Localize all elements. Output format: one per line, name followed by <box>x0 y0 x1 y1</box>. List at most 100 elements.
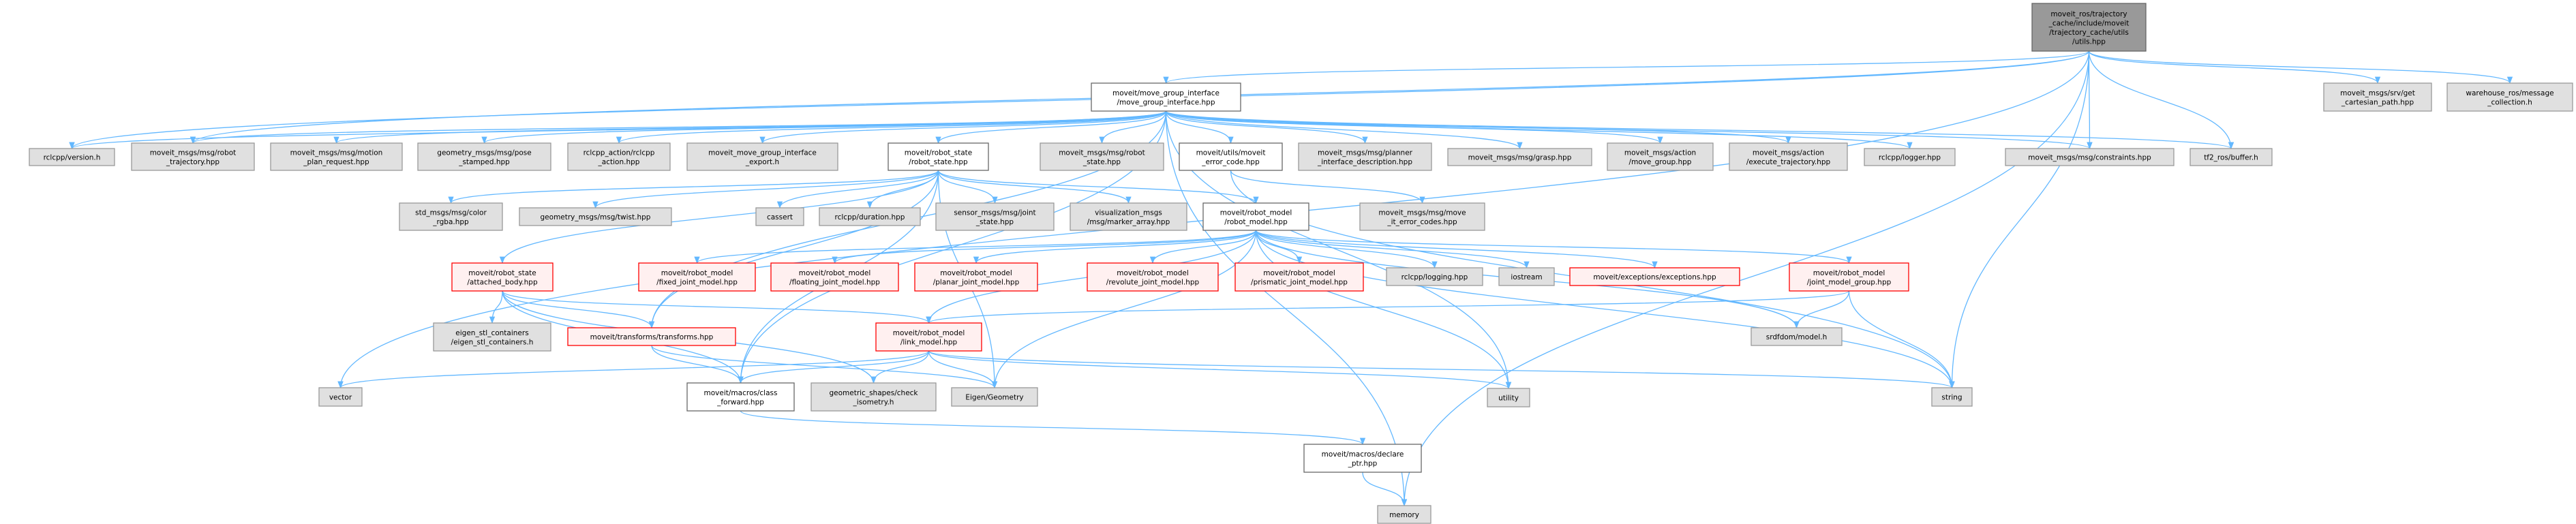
node-twist[interactable]: geometry_msgs/msg/twist.hpp <box>519 207 672 226</box>
node-srdf[interactable]: srdfdom/model.h <box>1751 327 1843 346</box>
node-declare[interactable]: moveit/macros/declare_ptr.hpp <box>1303 444 1422 473</box>
node-geometric[interactable]: geometric_shapes/check_isometry.h <box>810 382 937 412</box>
node-logging[interactable]: rclcpp/logging.hpp <box>1386 267 1483 286</box>
node-eigen_stl[interactable]: eigen_stl_containers/eigen_stl_container… <box>433 322 551 352</box>
node-label-line: moveit_msgs/msg/grasp.hpp <box>1468 154 1572 162</box>
node-grasp[interactable]: moveit_msgs/msg/grasp.hpp <box>1447 148 1592 166</box>
node-label-line: /fixed_joint_model.hpp <box>656 278 738 286</box>
node-label-line: _cartesian_path.hpp <box>2341 98 2414 106</box>
node-iostream[interactable]: iostream <box>1498 267 1555 286</box>
edge-mgi-to-planner <box>1165 110 1368 144</box>
node-label-line: /eigen_stl_containers.h <box>451 338 534 346</box>
node-err[interactable]: moveit/utils/moveit_error_code.hpp <box>1179 142 1283 171</box>
node-label-line: utility <box>1498 395 1519 403</box>
edge-link-to-vector <box>337 350 930 389</box>
node-box <box>1087 262 1219 292</box>
node-label-line: moveit_ros/trajectory <box>2050 10 2127 18</box>
node-box <box>1751 327 1843 346</box>
node-mpr[interactable]: moveit_msgs/msg/motion_plan_request.hpp <box>270 142 403 171</box>
node-label-line: _cache/include/moveit <box>2048 19 2130 27</box>
node-eigen[interactable]: Eigen/Geometry <box>951 387 1038 407</box>
node-label-line: moveit/robot_model <box>799 269 871 277</box>
node-label-line: moveit/robot_model <box>661 269 733 277</box>
edge-class_fwd-to-declare <box>740 410 1365 446</box>
node-label-line: moveit/robot_state <box>468 269 536 277</box>
node-warehouse[interactable]: warehouse_ros/message_collection.h <box>2446 82 2573 112</box>
node-string[interactable]: string <box>1931 387 1973 407</box>
node-utility[interactable]: utility <box>1487 388 1530 407</box>
node-version[interactable]: rclcpp/version.h <box>29 148 115 166</box>
node-label-line: moveit_msgs/msg/planner <box>1318 149 1413 157</box>
node-fixed[interactable]: moveit/robot_model/fixed_joint_model.hpp <box>638 262 756 292</box>
node-attached[interactable]: moveit/robot_state/attached_body.hpp <box>451 262 554 292</box>
node-vector[interactable]: vector <box>318 387 363 407</box>
node-label-line: cassert <box>767 213 793 221</box>
node-jmg[interactable]: moveit/robot_model/joint_model_group.hpp <box>1789 262 1909 292</box>
node-class_fwd[interactable]: moveit/macros/class_forward.hpp <box>686 382 795 412</box>
node-color[interactable]: std_msgs/msg/color_rgba.hpp <box>399 202 503 231</box>
node-amg[interactable]: moveit_msgs/action/move_group.hpp <box>1607 142 1714 171</box>
node-box <box>1931 387 1973 407</box>
node-transforms[interactable]: moveit/transforms/transforms.hpp <box>567 327 736 346</box>
node-rmodel[interactable]: moveit/robot_model/robot_model.hpp <box>1202 202 1309 231</box>
node-box <box>2323 82 2432 112</box>
node-joint_state[interactable]: sensor_msgs/msg/joint_state.hpp <box>935 202 1055 231</box>
edge-rstate-to-marker <box>937 170 1132 204</box>
node-duration[interactable]: rclcpp/duration.hpp <box>819 207 921 226</box>
node-mgi[interactable]: moveit/move_group_interface/move_group_i… <box>1091 82 1241 112</box>
node-tf2[interactable]: tf2_ros/buffer.h <box>2189 148 2273 166</box>
node-logger[interactable]: rclcpp/logger.hpp <box>1864 148 1956 166</box>
node-aet[interactable]: moveit_msgs/action/execute_trajectory.hp… <box>1729 142 1848 171</box>
node-label-line: /robot_state.hpp <box>909 158 968 166</box>
node-box <box>2005 148 2175 166</box>
node-label-line: /joint_model_group.hpp <box>1807 278 1892 286</box>
node-floating[interactable]: moveit/robot_model/floating_joint_model.… <box>770 262 899 292</box>
node-rtraj[interactable]: moveit_msgs/msg/robot_trajectory.hpp <box>131 142 255 171</box>
node-pose[interactable]: geometry_msgs/msg/pose_stamped.hpp <box>417 142 551 171</box>
node-planar[interactable]: moveit/robot_model/planar_joint_model.hp… <box>914 262 1038 292</box>
edge-attached-to-link <box>502 290 932 324</box>
node-marker[interactable]: visualization_msgs/msg/marker_array.hpp <box>1070 202 1187 231</box>
node-label-line: eigen_stl_containers <box>455 329 528 337</box>
node-constraints[interactable]: moveit_msgs/msg/constraints.hpp <box>2005 148 2175 166</box>
edge-link-to-utility <box>928 350 1511 390</box>
node-label-line: /robot_model.hpp <box>1224 218 1288 226</box>
node-export[interactable]: moveit_move_group_interface_export.h <box>686 142 838 171</box>
node-label-line: string <box>1941 394 1962 402</box>
edge-mgi-to-mpr <box>333 110 1167 144</box>
node-box <box>638 262 756 292</box>
node-rstate[interactable]: moveit/robot_state/robot_state.hpp <box>888 142 989 171</box>
node-cart[interactable]: moveit_msgs/srv/get_cartesian_path.hpp <box>2323 82 2432 112</box>
edge-rmodel-to-eigen <box>991 230 1257 389</box>
node-exceptions[interactable]: moveit/exceptions/exceptions.hpp <box>1569 267 1740 286</box>
node-label-line: moveit/macros/declare <box>1322 450 1404 459</box>
node-box <box>935 202 1055 231</box>
node-revolute[interactable]: moveit/robot_model/revolute_joint_model.… <box>1087 262 1219 292</box>
node-planner[interactable]: moveit_msgs/msg/planner_interface_descri… <box>1298 142 1432 171</box>
node-prismatic[interactable]: moveit/robot_model/prismatic_joint_model… <box>1234 262 1364 292</box>
node-cassert[interactable]: cassert <box>755 207 804 226</box>
node-memory[interactable]: memory <box>1377 505 1431 524</box>
node-box <box>417 142 551 171</box>
node-rcl_action[interactable]: rclcpp_action/rclcpp_action.hpp <box>567 142 671 171</box>
node-box <box>1234 262 1364 292</box>
node-box <box>810 382 937 412</box>
edge-rstate-to-joint_state <box>937 170 998 204</box>
node-msg_rstate[interactable]: moveit_msgs/msg/robot_state.hpp <box>1040 142 1164 171</box>
node-box <box>686 382 795 412</box>
edge-rmodel-to-floating <box>832 230 1257 264</box>
node-box <box>819 207 921 226</box>
node-label-line: moveit/robot_model <box>1117 269 1189 277</box>
edge-root-to-tf2 <box>2088 50 2234 150</box>
node-label-line: memory <box>1389 511 1419 519</box>
edge-mgi-to-logger <box>1165 110 1913 150</box>
node-label-line: _isometry.h <box>853 398 894 406</box>
node-box <box>1789 262 1909 292</box>
node-box <box>2446 82 2573 112</box>
node-box <box>519 207 672 226</box>
node-link[interactable]: moveit/robot_model/link_model.hpp <box>875 322 982 352</box>
node-errcodes[interactable]: moveit_msgs/msg/move_it_error_codes.hpp <box>1359 202 1485 231</box>
edge-rmodel-to-exceptions <box>1255 230 1658 269</box>
node-label-line: visualization_msgs <box>1095 209 1162 217</box>
